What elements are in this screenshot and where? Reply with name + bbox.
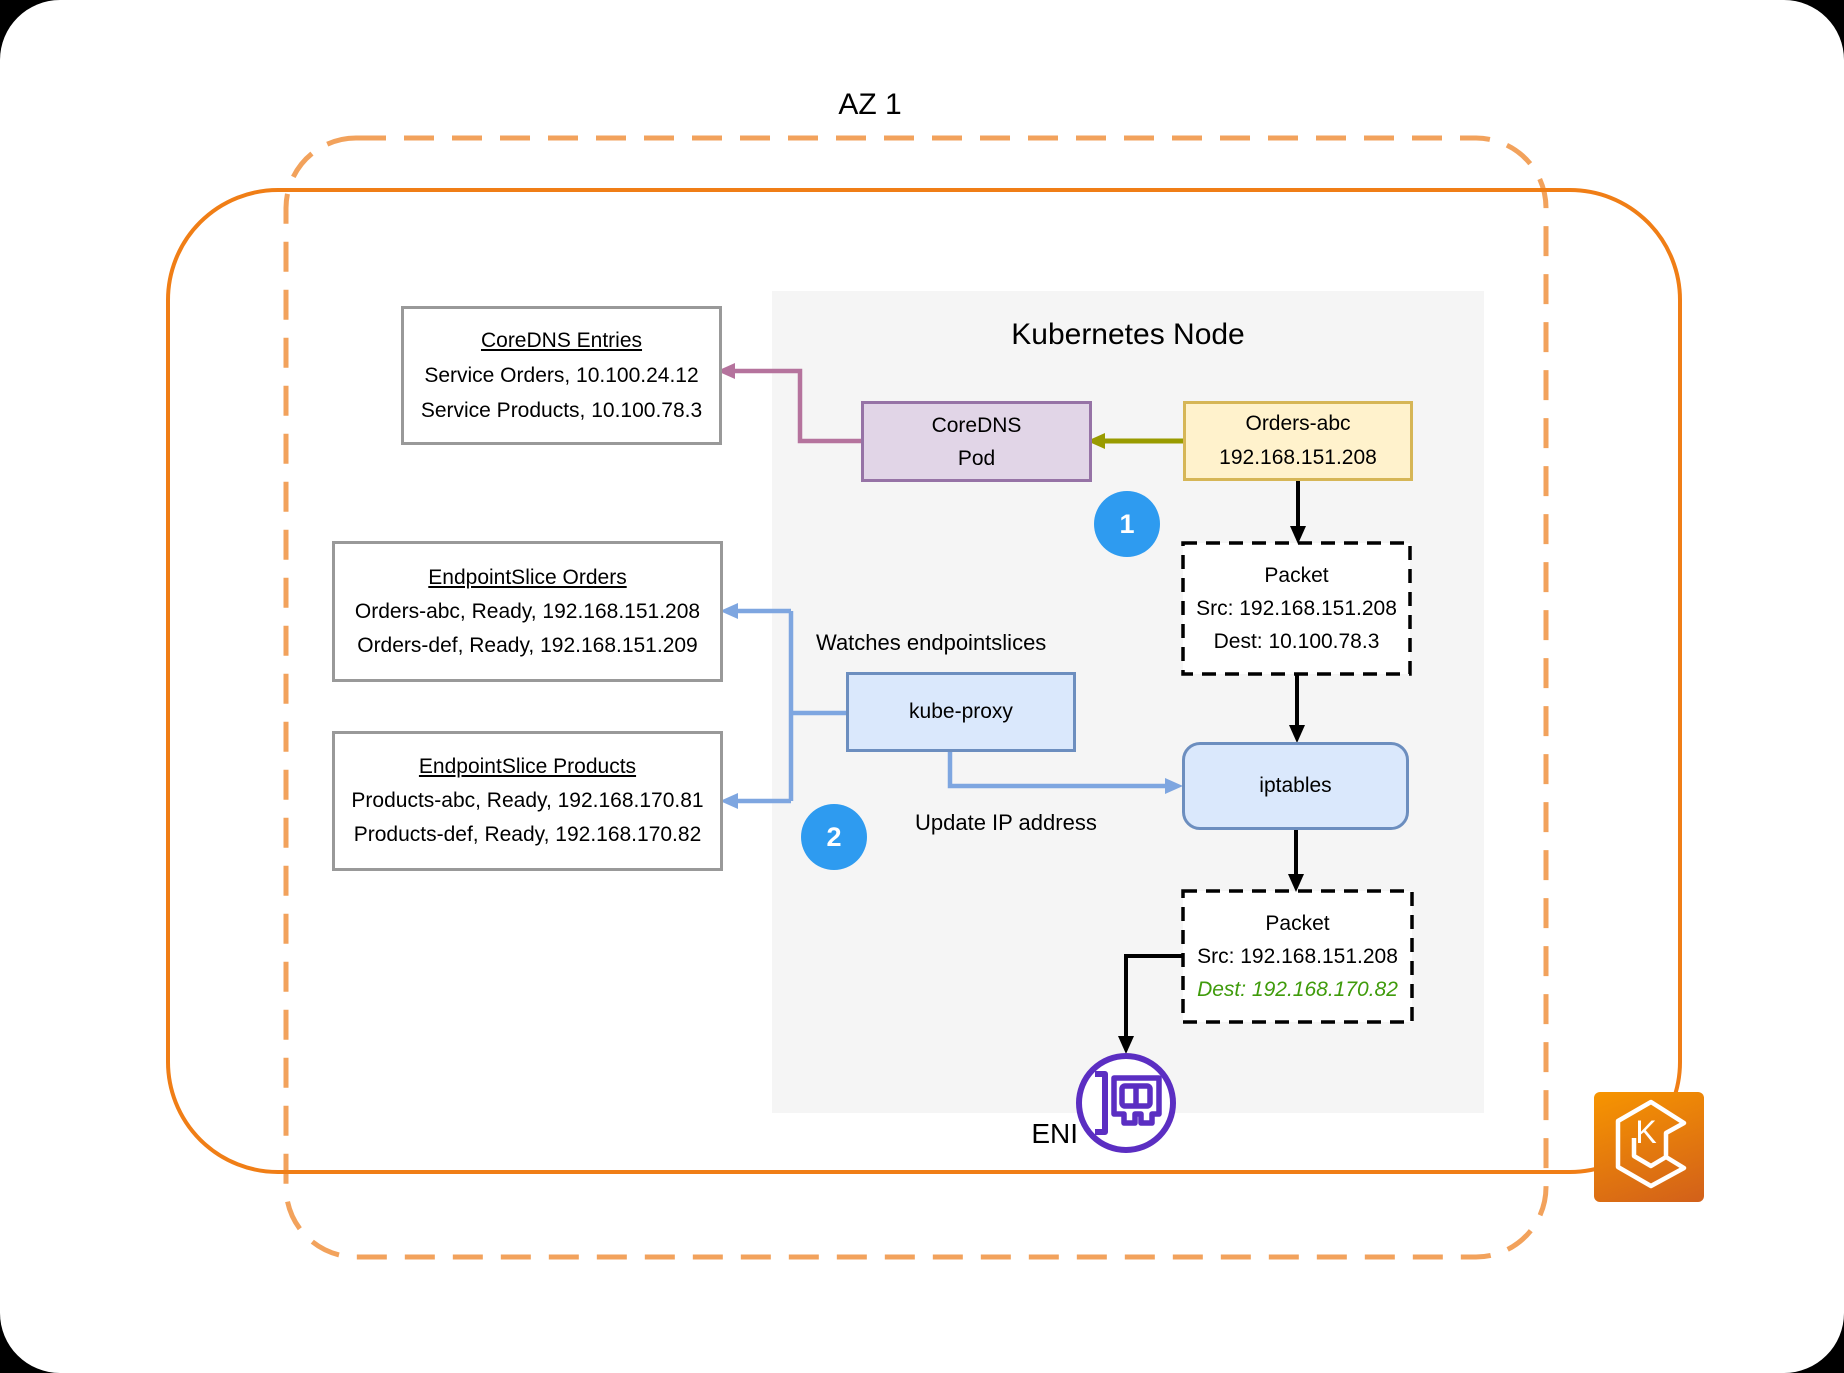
- endpointslice-products-line: Products-abc, Ready, 192.168.170.81: [351, 789, 704, 812]
- az-label: AZ 1: [838, 88, 902, 121]
- kube-proxy-node: kube-proxy: [846, 672, 1076, 752]
- kubernetes-hexagon-icon: [1615, 1099, 1687, 1189]
- coredns-entries-line: Service Orders, 10.100.24.12: [424, 364, 699, 387]
- packet-box-2: Packet Src: 192.168.151.208 Dest: 192.16…: [1183, 891, 1412, 1022]
- orders-abc-line: Orders-abc: [1245, 412, 1351, 435]
- step-badge-2: 2: [801, 804, 867, 870]
- eks-k-letter: K: [1635, 1114, 1657, 1150]
- endpointslice-products-title: EndpointSlice Products: [418, 755, 637, 778]
- coredns-pod-line: CoreDNS: [931, 413, 1022, 437]
- coredns-entries-title: CoreDNS Entries: [480, 329, 643, 352]
- eni-label: ENI: [1031, 1118, 1078, 1149]
- watches-endpointslices-label: Watches endpointslices: [816, 630, 1047, 655]
- endpointslice-products-line: Products-def, Ready, 192.168.170.82: [353, 823, 702, 846]
- endpointslice-orders-line: Orders-abc, Ready, 192.168.151.208: [354, 599, 701, 623]
- orders-abc-line: 192.168.151.208: [1219, 446, 1377, 469]
- kubernetes-node-title: Kubernetes Node: [1011, 318, 1245, 351]
- packet2-dest-rewritten: Dest: 192.168.170.82: [1197, 978, 1398, 1001]
- endpointslice-orders-box: EndpointSlice Orders Orders-abc, Ready, …: [332, 541, 723, 682]
- update-ip-label: Update IP address: [915, 810, 1097, 835]
- packet2-src: Src: 192.168.151.208: [1197, 945, 1398, 968]
- eni-icon: [1066, 1043, 1186, 1163]
- packet1-src: Src: 192.168.151.208: [1196, 597, 1397, 620]
- coredns-pod-node: CoreDNS Pod: [861, 401, 1092, 482]
- eks-icon: K: [1594, 1092, 1704, 1202]
- iptables-node: iptables: [1182, 742, 1409, 830]
- endpointslice-products-box: EndpointSlice Products Products-abc, Rea…: [332, 731, 723, 871]
- kube-proxy-label: kube-proxy: [909, 700, 1013, 723]
- endpointslice-orders-title: EndpointSlice Orders: [428, 565, 627, 589]
- packet2-title: Packet: [1265, 912, 1330, 935]
- coredns-entries-box: CoreDNS Entries Service Orders, 10.100.2…: [401, 306, 722, 445]
- orders-abc-pod-node: Orders-abc 192.168.151.208: [1183, 401, 1413, 481]
- packet1-dest: Dest: 10.100.78.3: [1213, 630, 1380, 653]
- endpointslice-orders-line: Orders-def, Ready, 192.168.151.209: [357, 633, 698, 657]
- coredns-entries-line: Service Products, 10.100.78.3: [420, 399, 703, 422]
- coredns-pod-line: Pod: [957, 446, 996, 470]
- iptables-label: iptables: [1259, 774, 1332, 797]
- packet1-title: Packet: [1264, 564, 1329, 587]
- network-card-icon: [1076, 1053, 1176, 1153]
- step-badge-1: 1: [1094, 491, 1160, 557]
- packet-box-1: Packet Src: 192.168.151.208 Dest: 10.100…: [1183, 543, 1410, 674]
